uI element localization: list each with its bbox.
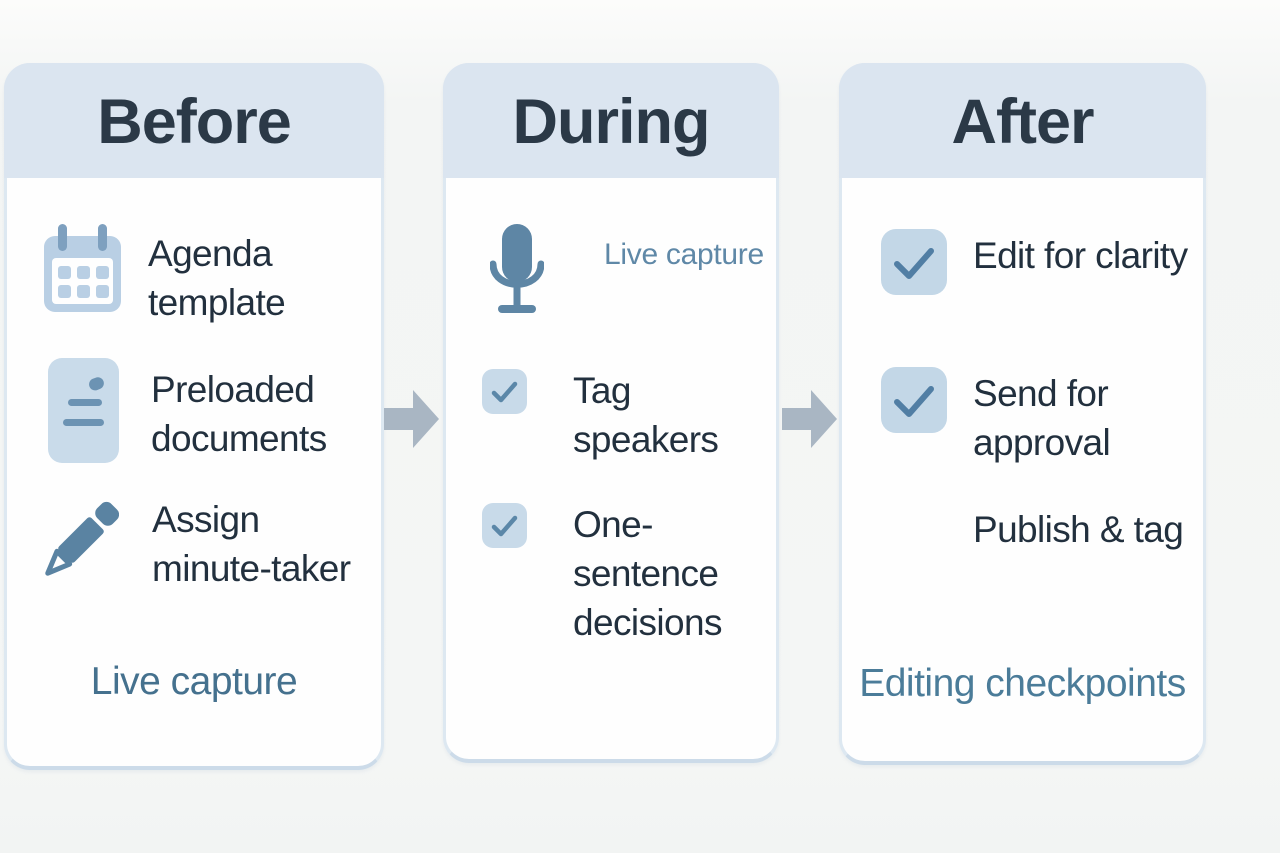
list-item-assign-minute-taker: Assign minute-taker: [7, 494, 381, 593]
microphone-icon: [489, 224, 545, 321]
list-item-preloaded-documents: Preloaded documents: [7, 358, 381, 468]
list-item-live-capture: Live capture: [446, 224, 776, 321]
card-after-header: After: [839, 63, 1206, 178]
checkbox-checked-icon: [482, 369, 527, 419]
list-item-label: Agenda template: [148, 233, 286, 323]
list-item-label: Edit for clarity: [973, 235, 1188, 276]
card-before: Before: [4, 63, 384, 770]
card-during-title: During: [512, 87, 711, 157]
checkbox-checked-icon: [881, 229, 947, 300]
card-during: During Live capture: [443, 63, 779, 763]
list-item-label: Preloaded documents: [151, 369, 327, 459]
arrow-right-icon: [384, 390, 439, 455]
list-item-send-for-approval: Send for approval: [842, 367, 1203, 467]
card-before-title: Before: [97, 87, 292, 157]
card-before-body: Agenda template Preloaded documents: [7, 178, 381, 766]
card-before-footer: Live capture: [90, 660, 298, 703]
mic-caption: Live capture: [604, 238, 764, 271]
pencil-icon: [43, 494, 120, 591]
list-item-label: Assign minute-taker: [152, 499, 351, 589]
arrow-right-icon: [782, 390, 837, 455]
card-after-footer: Editing checkpoints: [859, 662, 1186, 705]
list-item-label: Publish & tag: [973, 509, 1184, 550]
list-item-edit-for-clarity: Edit for clarity: [842, 229, 1203, 300]
list-item-publish-and-tag: Publish & tag: [842, 503, 1203, 569]
checkbox-checked-icon: [482, 503, 527, 553]
card-before-header: Before: [4, 63, 384, 178]
list-item-label: One-sentence decisions: [573, 504, 722, 643]
icon-placeholder: [881, 503, 947, 569]
card-during-body: Live capture Tag speakers: [446, 178, 776, 759]
calendar-icon: [44, 224, 121, 319]
card-during-header: During: [443, 63, 779, 178]
document-icon: [48, 358, 119, 468]
list-item-one-sentence-decisions: One-sentence decisions: [446, 500, 776, 647]
card-after-title: After: [951, 87, 1094, 157]
checkbox-checked-icon: [881, 367, 947, 438]
list-item-label: Send for approval: [973, 373, 1111, 463]
card-after: After Edit for clarity: [839, 63, 1206, 765]
list-item-label: Tag speakers: [573, 370, 719, 460]
card-after-body: Edit for clarity Send for approval Publi…: [842, 178, 1203, 761]
list-item-tag-speakers: Tag speakers: [446, 366, 776, 464]
list-item-agenda-template: Agenda template: [7, 224, 381, 327]
